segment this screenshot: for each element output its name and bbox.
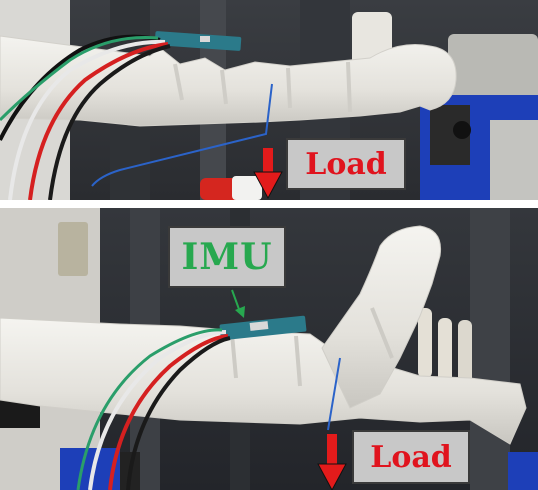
mount-plate <box>490 120 538 200</box>
load-arrow-shaft <box>263 148 273 176</box>
tendon-blue <box>327 357 341 431</box>
finger-groove <box>370 307 394 359</box>
cable-green <box>0 36 159 122</box>
curtain-fold <box>470 208 510 490</box>
soft-finger <box>0 35 457 127</box>
background-object <box>448 34 538 104</box>
cable-black <box>126 336 231 490</box>
cable-green <box>76 328 223 490</box>
photo-bottom-bent-finger: IMU Load <box>0 208 538 490</box>
imu-pointer-line <box>231 289 241 313</box>
cable-red <box>108 334 229 490</box>
load-label: Load <box>305 146 387 182</box>
load-label: Load <box>370 439 452 475</box>
finger-groove <box>346 61 352 113</box>
cable-red <box>28 42 169 200</box>
background-object <box>232 176 262 200</box>
imu-chip <box>200 36 210 42</box>
imu-pointer-arrow-icon <box>235 306 245 318</box>
finger-groove <box>294 335 302 387</box>
load-label-box: Load <box>352 430 470 484</box>
imu-chip <box>249 321 269 331</box>
background-object <box>418 308 432 378</box>
tendon-blue <box>91 83 273 187</box>
imu-label-box: IMU <box>168 226 286 288</box>
load-arrow-icon <box>317 463 347 490</box>
cable-white <box>8 39 166 200</box>
background-object <box>458 320 472 390</box>
load-arrow-shaft <box>327 434 337 468</box>
photo-top-straight-finger: Load <box>0 0 538 200</box>
background-object <box>58 222 88 276</box>
imu-label: IMU <box>181 236 273 278</box>
finger-groove <box>286 67 292 109</box>
load-arrow-icon <box>253 171 283 200</box>
soft-finger-tip <box>321 225 442 409</box>
cable-white <box>88 330 227 490</box>
imu-board <box>154 31 242 51</box>
load-label-box: Load <box>286 138 406 190</box>
mount-blue <box>508 452 538 490</box>
cable-black <box>48 44 171 200</box>
finger-groove <box>173 63 184 101</box>
finger-groove <box>220 69 228 105</box>
screw-icon <box>453 121 471 139</box>
finger-groove <box>230 333 238 379</box>
background-object <box>438 318 452 388</box>
